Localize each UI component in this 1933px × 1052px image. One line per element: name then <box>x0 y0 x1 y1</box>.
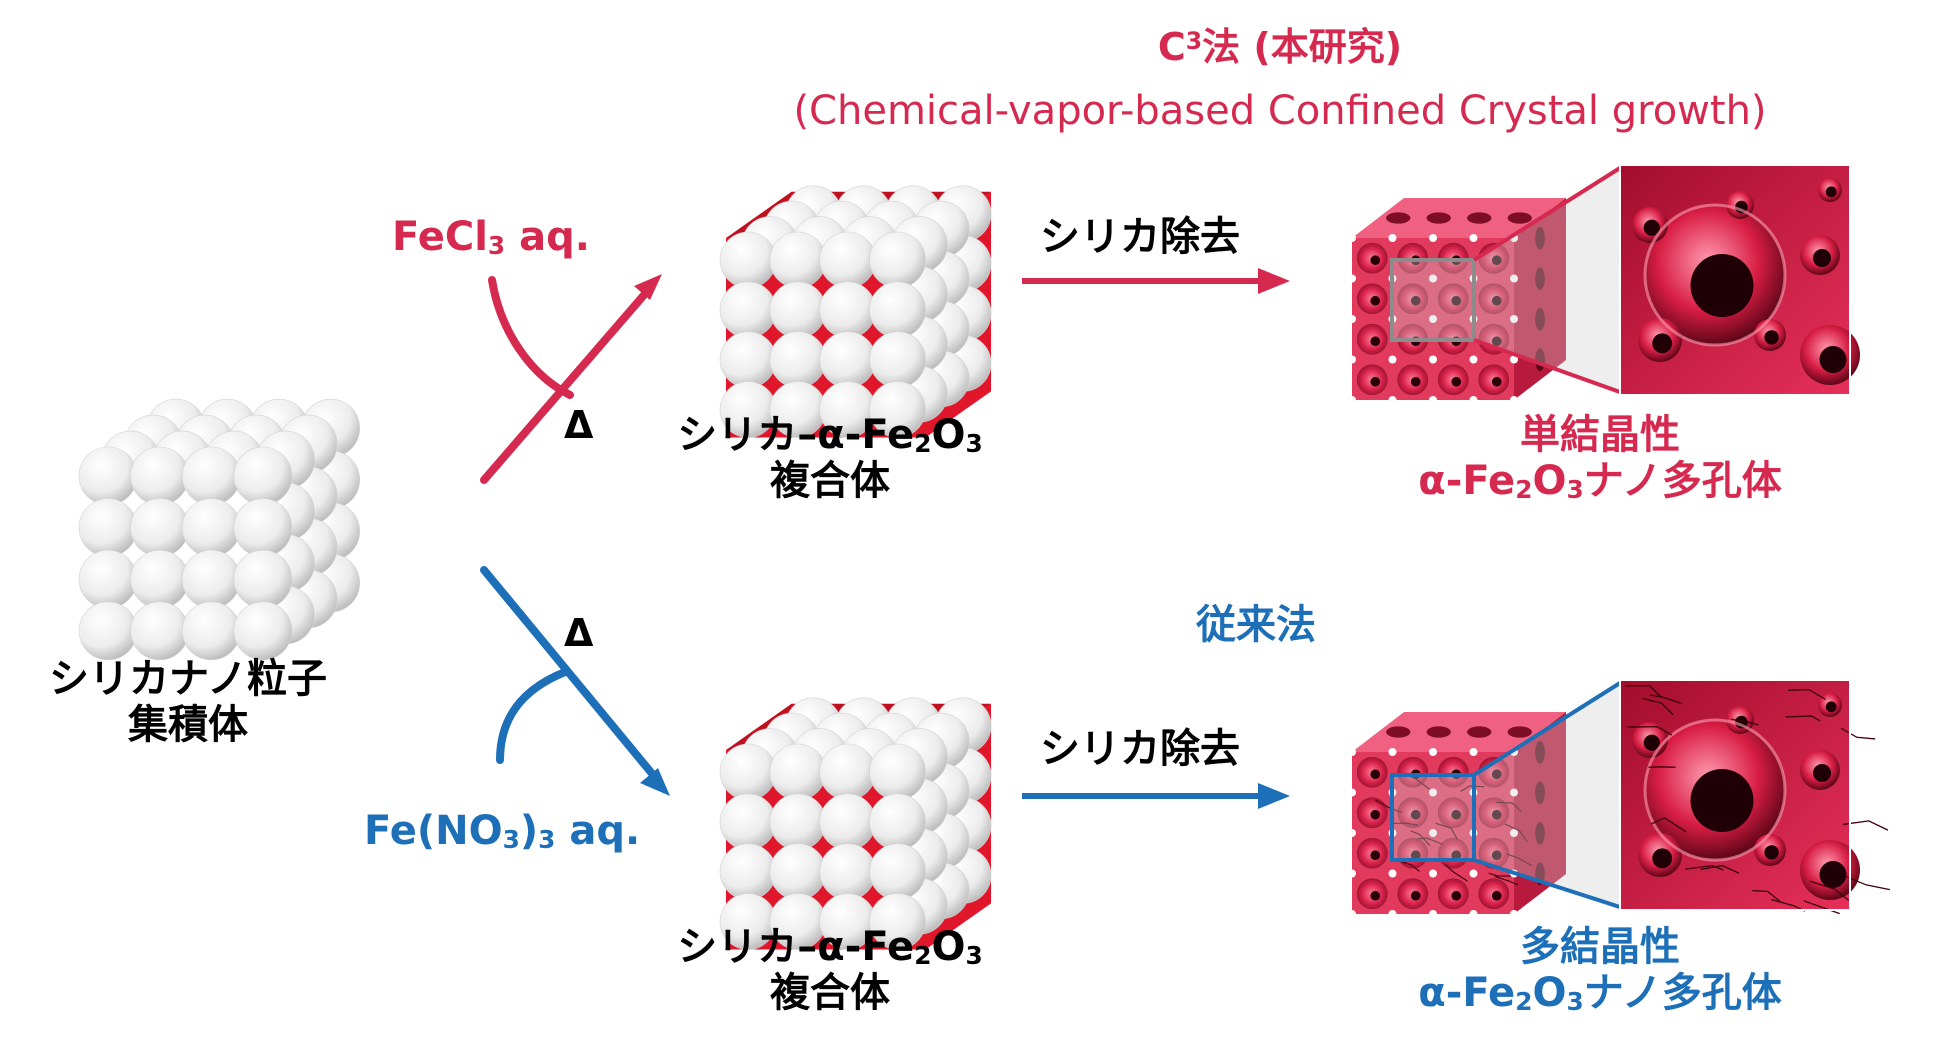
method-full-name: (Chemical-vapor-based Confined Crystal g… <box>700 88 1860 134</box>
zoom-pore-icon <box>1620 165 1860 395</box>
bottom-reaction-arrow <box>484 570 670 796</box>
top-result-label: 単結晶性 α-Fe2O3ナノ多孔体 <box>1380 412 1820 504</box>
removal-arrow-bottom <box>1022 783 1290 809</box>
start-label: シリカナノ粒子 集積体 <box>18 656 358 748</box>
bottom-result-label: 多結晶性 α-Fe2O3ナノ多孔体 <box>1380 924 1820 1016</box>
removal-arrow-top <box>1022 268 1290 294</box>
silica-cube-icon <box>79 399 360 660</box>
top-heat-symbol: Δ <box>564 404 593 448</box>
zoom-pore-icon <box>1620 680 1890 914</box>
bottom-removal-label: シリカ除去 <box>1040 726 1240 772</box>
bottom-reagent: Fe(NO3)3 aq. <box>364 808 640 854</box>
top-composite-label: シリカ–α-Fe2O3 複合体 <box>660 412 1000 504</box>
top-removal-label: シリカ除去 <box>1040 214 1240 260</box>
composite-cube-icon <box>720 698 991 950</box>
top-reaction-arrow <box>484 274 662 480</box>
method-title: C3法 (本研究) <box>1000 26 1560 70</box>
bottom-heat-symbol: Δ <box>564 612 593 656</box>
top-reagent: FeCl3 aq. <box>392 214 590 260</box>
composite-cube-icon <box>720 186 991 438</box>
conventional-method-title: 従来法 <box>1196 602 1316 648</box>
bottom-composite-label: シリカ–α-Fe2O3 複合体 <box>660 924 1000 1016</box>
